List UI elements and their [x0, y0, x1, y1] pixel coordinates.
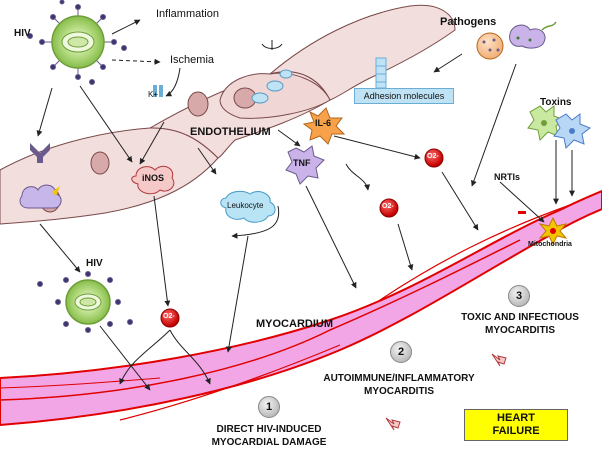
pathway-2-number: 2 [390, 341, 412, 363]
k-plus-label: K+ [148, 90, 159, 99]
pathogen-icons [476, 21, 557, 60]
pathway-3-line2: MYOCARDITIS [485, 325, 555, 336]
heart-failure-line2: FAILURE [492, 425, 540, 437]
superoxide-circles [160, 148, 444, 328]
leukocyte-shape [220, 190, 276, 223]
pathway-3-line1: TOXIC AND INFECTIOUS [461, 312, 579, 323]
toxins-label: Toxins [540, 97, 572, 108]
pathway-2-line2: MYOCARDITIS [364, 386, 434, 397]
inos-shape [131, 165, 175, 195]
superoxide-label-3: O2- [163, 313, 175, 320]
leukocyte-label: Leukocyte [227, 201, 264, 210]
receptor-icon [30, 143, 50, 163]
pathway-2-line1: AUTOIMMUNE/INFLAMMATORY [323, 373, 475, 384]
ischemia-label: Ischemia [170, 54, 215, 66]
pathway-3-number: 3 [508, 285, 530, 307]
pathway-1-number: 1 [258, 396, 280, 418]
hiv-virion-top [27, 0, 127, 85]
heart-failure-line1: HEART [497, 412, 535, 424]
mitochondria-label: Mitochondria [528, 241, 572, 248]
mitochondria-icon [538, 216, 568, 246]
superoxide-label-2: O2- [382, 203, 394, 210]
hiv-label-top: HIV [14, 28, 31, 39]
inflammation-label: Inflammation [156, 8, 219, 20]
pathway-1-line2: MYOCARDIAL DAMAGE [211, 437, 327, 448]
il6-shape [302, 107, 346, 145]
k-channel-icon [153, 85, 163, 97]
inos-label: iNOS [142, 173, 165, 183]
myocardium-band [0, 189, 602, 427]
pathogens-label: Pathogens [440, 16, 497, 28]
hiv-virion-bottom [37, 271, 133, 333]
adhesion-molecules-box: Adhesion molecules [354, 88, 454, 104]
small-pink-arrows [385, 353, 507, 431]
infected-particle-icon [19, 184, 62, 209]
tnf-label: TNF [293, 158, 311, 168]
toxin-icons [527, 105, 592, 150]
heart-failure-box: HEART FAILURE [464, 409, 568, 441]
myocardium-label: MYOCARDIUM [256, 318, 333, 330]
il6-label: IL-6 [315, 118, 332, 128]
adhesion-molecule-icon [375, 57, 387, 89]
superoxide-label-1: O2- [427, 153, 439, 160]
pathway-1-line1: DIRECT HIV-INDUCED [216, 424, 322, 435]
hiv-label-bottom: HIV [86, 258, 103, 269]
endothelium-label: ENDOTHELIUM [190, 126, 271, 138]
nrtis-label: NRTIs [494, 172, 521, 182]
arrows [36, 19, 575, 391]
nrti-inhibition-mark [518, 211, 526, 214]
tnf-shape [285, 145, 325, 185]
